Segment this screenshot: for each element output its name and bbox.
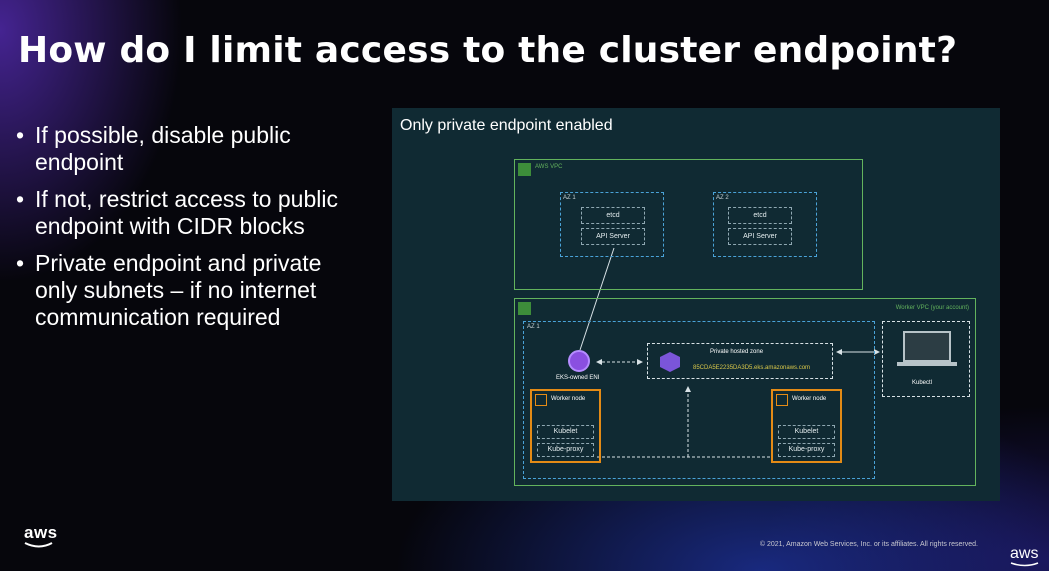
aws-smile-icon xyxy=(1010,562,1039,567)
private-hosted-zone: Private hosted zone 85CDA5E2235DA3D5.eks… xyxy=(647,343,833,379)
bullet-item: If possible, disable public endpoint xyxy=(16,122,366,176)
aws-vpc-label: AWS VPC xyxy=(535,164,563,170)
worker-node-2: Worker node Kubelet Kube-proxy xyxy=(771,389,842,463)
aws-logo-text: aws xyxy=(1010,545,1039,562)
cloud-icon xyxy=(518,163,531,176)
api-to-eni-line xyxy=(579,247,615,351)
kube-proxy-box: Kube-proxy xyxy=(778,443,835,457)
diagram-title: Only private endpoint enabled xyxy=(400,117,613,134)
kubelet-box: Kubelet xyxy=(537,425,594,439)
aws-logo: aws xyxy=(24,524,58,549)
aws-az2-box: AZ 2 etcd API Server xyxy=(713,192,817,257)
api-server-box: API Server xyxy=(728,228,792,245)
instance-icon xyxy=(776,394,788,406)
aws-logo-watermark: aws xyxy=(1010,546,1040,568)
shield-icon xyxy=(660,352,680,372)
kubelet-box: Kubelet xyxy=(778,425,835,439)
kubectl-box: Kubectl xyxy=(882,321,970,397)
etcd-box: etcd xyxy=(581,207,645,224)
aws-smile-icon xyxy=(24,542,53,548)
bullet-item: If not, restrict access to public endpoi… xyxy=(16,186,366,240)
cloud-icon xyxy=(518,302,531,315)
worker-node-1: Worker node Kubelet Kube-proxy xyxy=(530,389,601,463)
kubectl-label: Kubectl xyxy=(912,380,933,386)
az1-label: AZ 1 xyxy=(563,195,576,201)
kube-proxy-box: Kube-proxy xyxy=(537,443,594,457)
eni-label: EKS-owned ENI xyxy=(556,375,600,381)
architecture-diagram: Only private endpoint enabled AWS VPC AZ… xyxy=(392,108,1000,501)
instance-icon xyxy=(535,394,547,406)
eni-icon xyxy=(568,350,590,372)
hosted-zone-title: Private hosted zone xyxy=(710,349,764,355)
api-server-box: API Server xyxy=(581,228,645,245)
az2-label: AZ 2 xyxy=(716,195,729,201)
bullet-item: Private endpoint and private only subnet… xyxy=(16,250,366,331)
connector-lines xyxy=(579,247,880,458)
etcd-box: etcd xyxy=(728,207,792,224)
worker-az1-box: AZ 1 xyxy=(523,321,875,479)
worker-node-label: Worker node xyxy=(551,396,586,402)
laptop-base xyxy=(897,362,957,366)
slide-title: How do I limit access to the cluster end… xyxy=(18,30,958,71)
aws-az1-box: AZ 1 etcd API Server xyxy=(560,192,664,257)
nodes-to-zone-path xyxy=(597,387,772,458)
aws-vpc-box: AWS VPC AZ 1 etcd API Server AZ 2 etcd A… xyxy=(514,159,863,290)
worker-node-label: Worker node xyxy=(792,396,827,402)
worker-vpc-box: Worker VPC (your account) AZ 1 xyxy=(514,298,976,486)
hosted-zone-domain: 85CDA5E2235DA3D5.eks.amazonaws.com xyxy=(693,365,811,371)
laptop-icon xyxy=(903,331,951,362)
copyright-text: © 2021, Amazon Web Services, Inc. or its… xyxy=(759,541,978,548)
aws-logo-text: aws xyxy=(24,523,58,542)
bullet-list: If possible, disable public endpoint If … xyxy=(16,122,366,341)
az1-label: AZ 1 xyxy=(527,324,540,330)
worker-vpc-label: Worker VPC (your account) xyxy=(895,305,969,311)
